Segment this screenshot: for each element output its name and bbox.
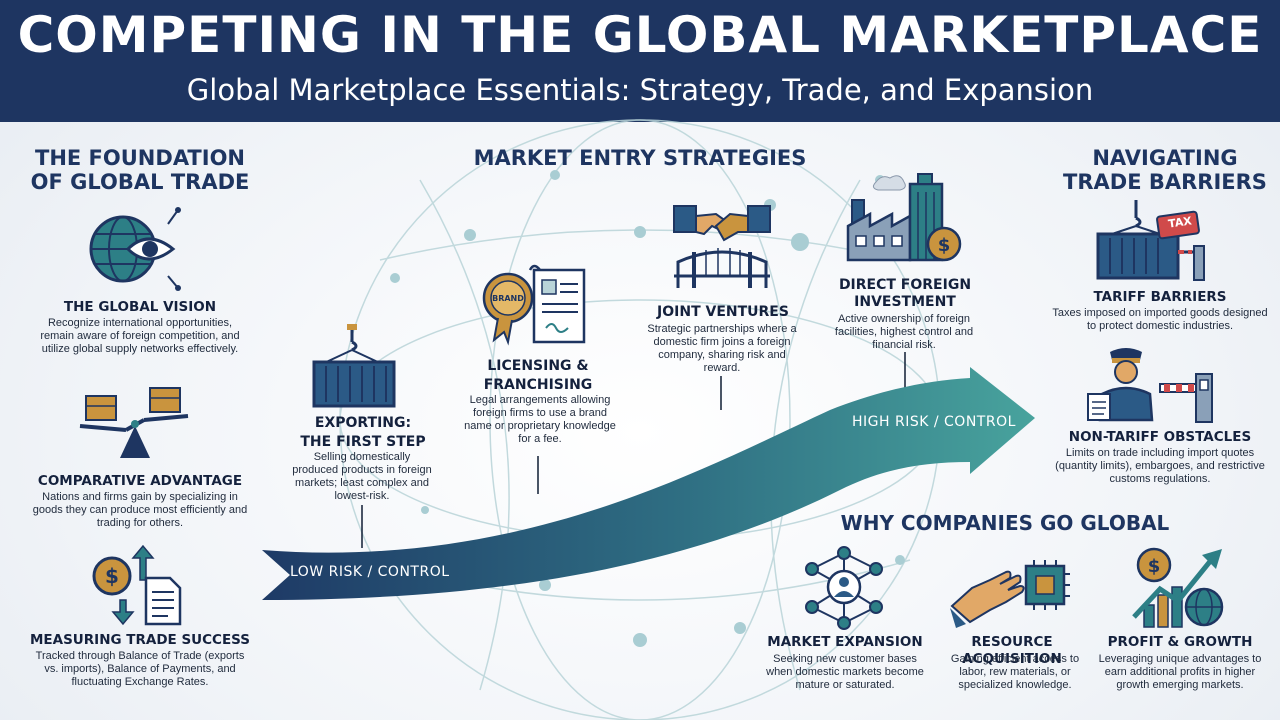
tariff-container-icon bbox=[1096, 200, 1205, 281]
dfi-title: DIRECT FOREIGN INVESTMENT bbox=[838, 277, 972, 310]
hand-chip-icon bbox=[950, 560, 1070, 628]
risk-control-arrow bbox=[262, 367, 1035, 600]
reasons-heading: WHY COMPANIES GO GLOBAL bbox=[840, 511, 1170, 535]
svg-text:$: $ bbox=[105, 564, 119, 588]
network-people-icon bbox=[805, 546, 883, 630]
header-banner: COMPETING IN THE GLOBAL MARKETPLACE Glob… bbox=[0, 0, 1280, 122]
licensing-text: Legal arrangements allowing foreign firm… bbox=[464, 394, 616, 445]
svg-text:$: $ bbox=[938, 235, 951, 256]
non-tariff-title: NON-TARIFF OBSTACLES bbox=[1068, 429, 1252, 445]
tariff-text: Taxes imposed on imported goods designed… bbox=[1052, 307, 1268, 332]
svg-text:$: $ bbox=[1148, 556, 1161, 577]
licensing-title: LICENSING & FRANCHISING bbox=[483, 358, 593, 393]
joint-ventures-text: Strategic partnerships where a domestic … bbox=[647, 323, 797, 374]
profit-growth-title: PROFIT & GROWTH bbox=[1107, 634, 1253, 650]
tariff-title: TARIFF BARRIERS bbox=[1093, 289, 1227, 305]
market-expansion-text: Seeking new customer bases when domestic… bbox=[766, 653, 924, 691]
balance-scale-icon bbox=[79, 387, 189, 458]
non-tariff-text: Limits on trade including import quotes … bbox=[1055, 447, 1265, 485]
handshake-bridge-icon bbox=[673, 205, 771, 288]
measuring-trade-title: MEASURING TRADE SUCCESS bbox=[29, 632, 251, 648]
factory-building-icon: $ bbox=[846, 173, 962, 262]
comparative-advantage-text: Nations and firms gain by specializing i… bbox=[32, 491, 248, 529]
measuring-trade-text: Tracked through Balance of Trade (export… bbox=[35, 650, 245, 688]
shipping-container-icon bbox=[312, 324, 396, 408]
comparative-advantage-title: COMPARATIVE ADVANTAGE bbox=[37, 473, 243, 489]
market-expansion-title: MARKET EXPANSION bbox=[767, 634, 923, 650]
resource-acquisition-text: Gaining efficient access to labor, rew m… bbox=[950, 653, 1080, 691]
barriers-heading: NAVIGATING TRADE BARRIERS bbox=[1063, 146, 1267, 194]
foundation-heading: THE FOUNDATION OF GLOBAL TRADE bbox=[30, 146, 250, 194]
connector-lines bbox=[361, 352, 906, 548]
growth-chart-icon: $ bbox=[1132, 547, 1224, 628]
dfi-text: Active ownership of foreign facilities, … bbox=[834, 313, 974, 351]
strategies-heading: MARKET ENTRY STRATEGIES bbox=[473, 146, 807, 170]
low-risk-label: LOW RISK / CONTROL bbox=[290, 564, 450, 580]
high-risk-label: HIGH RISK / CONTROL bbox=[852, 414, 1016, 430]
page-title: COMPETING IN THE GLOBAL MARKETPLACE bbox=[17, 6, 1263, 64]
global-vision-text: Recognize international opportunities, r… bbox=[40, 317, 240, 355]
page-subtitle: Global Marketplace Essentials: Strategy,… bbox=[186, 73, 1094, 107]
joint-ventures-title: JOINT VENTURES bbox=[657, 304, 789, 320]
exporting-text: Selling domestically produced products i… bbox=[292, 451, 432, 502]
customs-officer-icon bbox=[1087, 348, 1213, 423]
brand-badge-text: BRAND bbox=[492, 294, 524, 303]
globe-eye-icon bbox=[89, 207, 181, 291]
resource-acquisition-title: RESOURCE ACQUISITION bbox=[962, 634, 1062, 667]
trade-balance-icon: $ bbox=[92, 544, 182, 626]
global-vision-title: THE GLOBAL VISION bbox=[63, 299, 217, 315]
exporting-title: EXPORTING: THE FIRST STEP bbox=[300, 415, 426, 450]
profit-growth-text: Leveraging unique advantages to earn add… bbox=[1098, 653, 1262, 691]
license-document-icon bbox=[482, 264, 586, 346]
